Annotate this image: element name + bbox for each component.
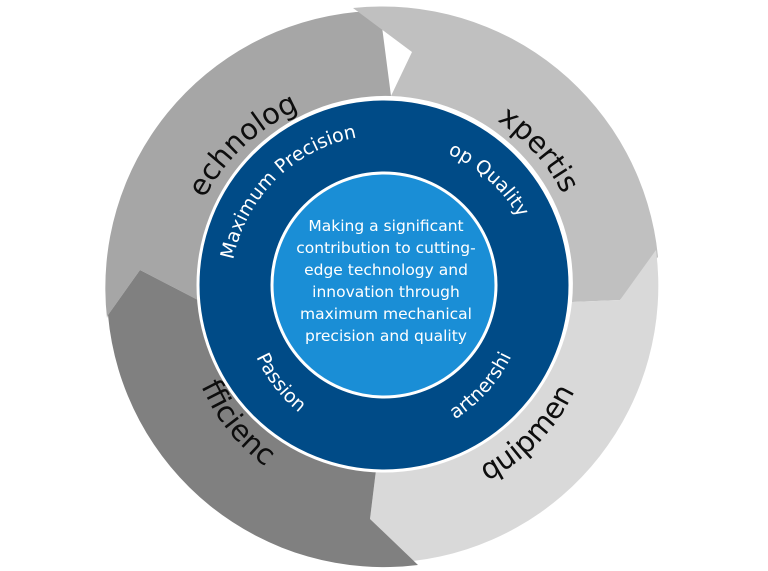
outer-ring bbox=[105, 6, 659, 568]
outer-segment-equipment bbox=[370, 250, 659, 561]
outer-segment-efficiency bbox=[108, 270, 418, 568]
outer-segment-technology bbox=[105, 12, 392, 318]
outer-segment-expertise bbox=[353, 6, 658, 302]
center-line-4: innovation through bbox=[312, 283, 460, 301]
center-line-2: contribution to cutting- bbox=[296, 239, 476, 257]
center-line-3: edge technology and bbox=[304, 261, 468, 279]
center-statement: Making a significant contribution to cut… bbox=[288, 206, 484, 356]
center-line-6: precision and quality bbox=[305, 327, 467, 345]
center-line-1: Making a significant bbox=[308, 217, 464, 235]
center-line-5: maximum mechanical bbox=[300, 305, 472, 323]
center-circle bbox=[270, 171, 498, 399]
